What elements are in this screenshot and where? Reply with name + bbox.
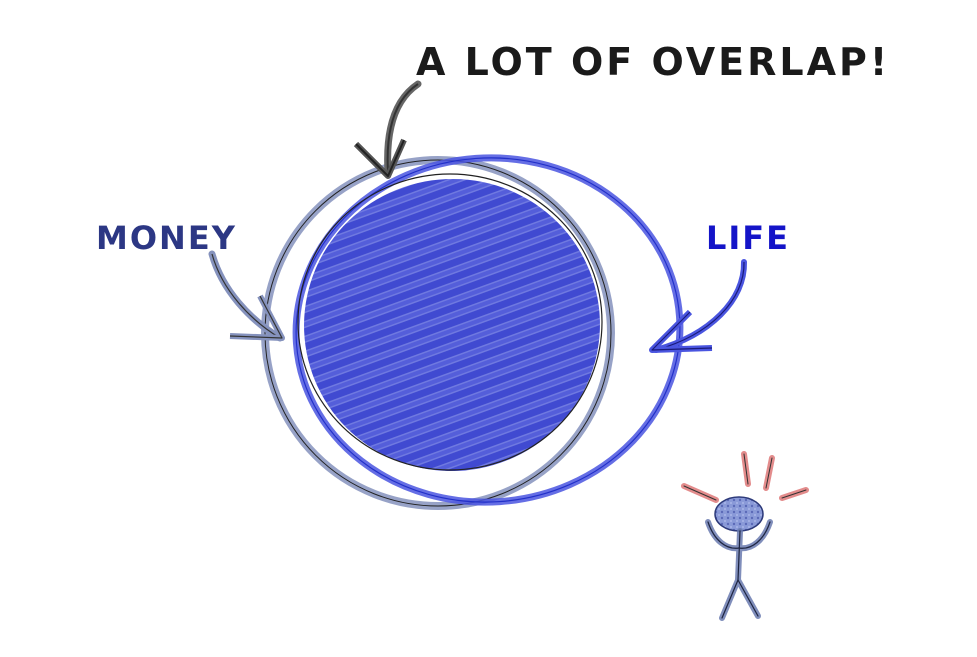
stick-figure-icon: [681, 451, 809, 621]
money-arrow: [208, 250, 285, 342]
overlap-region: [304, 178, 600, 472]
life-circle: [292, 154, 684, 506]
overlap-arrow: [353, 80, 422, 179]
overlap-outline: [297, 173, 603, 471]
overlap-label: A LOT OF OVERLAP!: [416, 40, 891, 84]
money-label: MONEY: [96, 219, 237, 257]
money-circle: [261, 156, 615, 510]
life-label: LIFE: [706, 219, 791, 257]
life-arrow: [649, 259, 748, 353]
